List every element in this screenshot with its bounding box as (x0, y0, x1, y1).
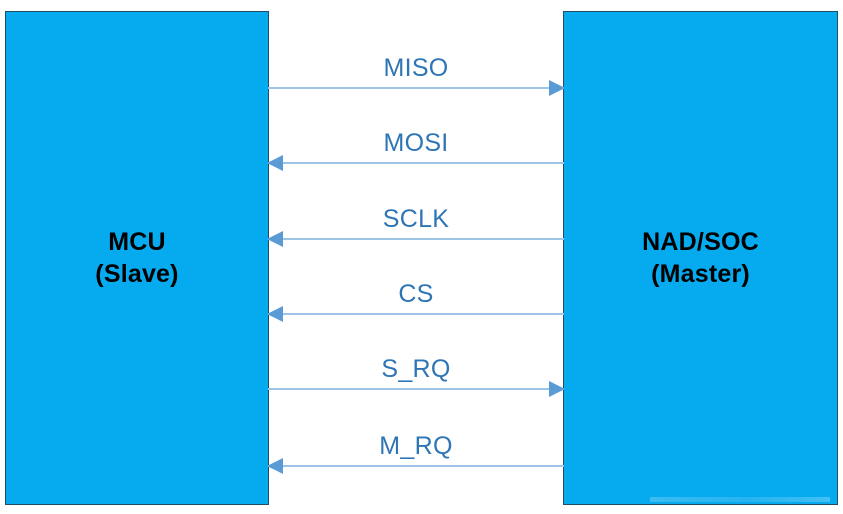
arrow-right-icon (549, 80, 565, 96)
signal-s-rq-line (268, 388, 564, 390)
signal-cs-label: CS (398, 280, 434, 308)
signal-sclk-line (268, 238, 564, 240)
arrow-left-icon (267, 458, 283, 474)
block-nadsoc-title: NAD/SOC (642, 228, 759, 256)
signal-miso-line (268, 87, 564, 89)
signal-mosi-label: MOSI (383, 129, 449, 157)
arrow-right-icon (549, 381, 565, 397)
block-mcu[interactable]: MCU (Slave) (5, 11, 269, 505)
block-nadsoc[interactable]: NAD/SOC (Master) (563, 11, 838, 505)
signal-cs-line (268, 313, 564, 315)
block-mcu-subtitle: (Slave) (95, 260, 179, 288)
arrow-left-icon (267, 231, 283, 247)
arrow-left-icon (267, 155, 283, 171)
arrow-left-icon (267, 306, 283, 322)
signal-m-rq-line (268, 465, 564, 467)
block-mcu-title: MCU (108, 228, 166, 256)
signal-miso-label: MISO (383, 54, 449, 82)
block-nadsoc-subtitle: (Master) (651, 260, 750, 288)
signal-mosi-line (268, 162, 564, 164)
signal-sclk-label: SCLK (382, 205, 450, 233)
signal-s-rq-label: S_RQ (381, 355, 451, 383)
signal-m-rq-label: M_RQ (379, 432, 453, 460)
